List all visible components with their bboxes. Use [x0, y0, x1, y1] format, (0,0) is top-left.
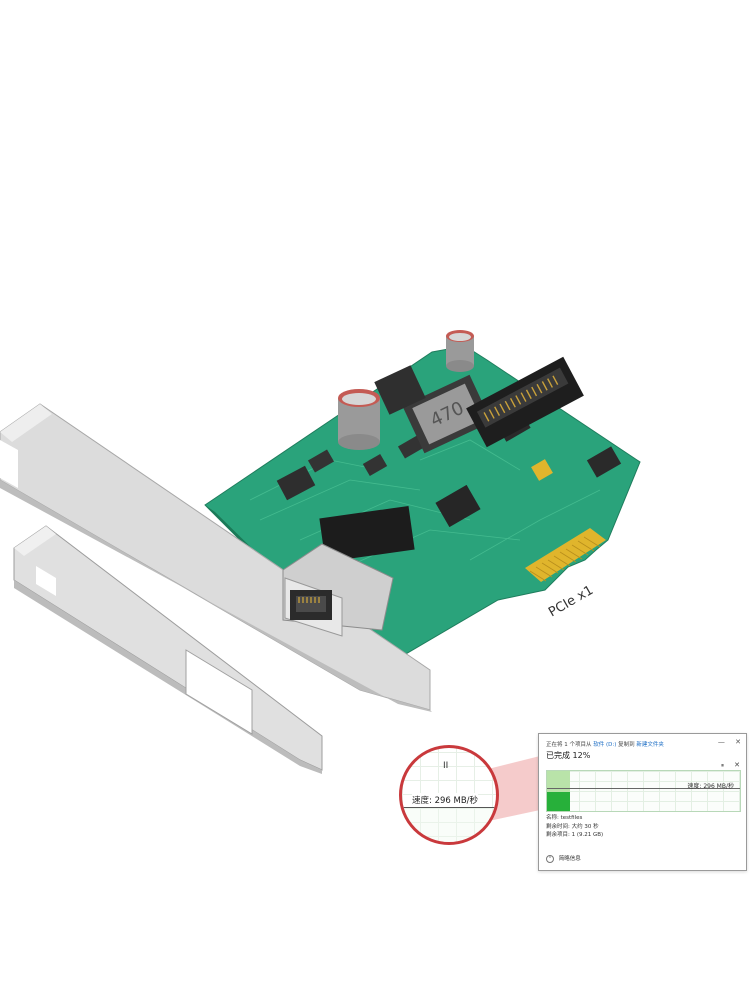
cancel-button[interactable]: ✕	[734, 761, 740, 769]
speed-line	[547, 788, 740, 789]
chip	[276, 465, 316, 501]
header-text: 正在将 1 个项目从	[546, 742, 592, 748]
pcie-x1-label: PCIe x1	[546, 583, 596, 620]
dialog-header: 正在将 1 个项目从 软件 (D:) 复制到 新建文件夹	[546, 740, 664, 748]
less-details-label: 简略信息	[558, 856, 581, 862]
window-buttons: — ✕	[710, 738, 741, 746]
less-details-button[interactable]: ⌃ 简略信息	[546, 854, 581, 863]
magnified-speed-text: 速度: 296 MB/秒	[412, 793, 479, 807]
items-remaining: 剩余项目: 1 (9.21 GB)	[546, 832, 604, 838]
main-controller-chip	[435, 484, 481, 528]
file-name: 名称: testfiles	[546, 815, 583, 821]
speed-text: 速度: 296 MB/秒	[687, 783, 734, 790]
magnifier-graph-area	[402, 808, 496, 842]
source-link[interactable]: 软件 (D:)	[593, 742, 617, 748]
capacitor	[446, 330, 474, 372]
minimize-icon[interactable]: —	[717, 738, 725, 746]
close-icon[interactable]: ✕	[735, 738, 741, 746]
capacitor	[338, 389, 380, 450]
pause-button[interactable]: ⏸	[720, 762, 724, 769]
time-remaining: 剩余时间: 大约 30 秒	[546, 823, 599, 830]
header-mid-text: 复制到	[618, 742, 635, 748]
transfer-info: 名称: testfiles 剩余时间: 大约 30 秒 剩余项目: 1 (9.2…	[546, 814, 603, 840]
pause-icon: II	[443, 761, 449, 771]
speed-line	[402, 807, 496, 808]
zoom-pointer	[484, 756, 540, 822]
magnifier-zoom: II 速度: 296 MB/秒	[399, 745, 499, 845]
speed-area	[547, 791, 571, 811]
sata-power-connector	[466, 356, 584, 448]
low-profile-bracket	[13, 525, 323, 774]
completed-percent: 已完成 12%	[546, 751, 591, 760]
transfer-speed-graph: 速度: 296 MB/秒	[546, 770, 741, 812]
rj45-ethernet-port	[282, 543, 394, 637]
copy-progress-dialog: 正在将 1 个项目从 软件 (D:) 复制到 新建文件夹 — ✕ 已完成 12%…	[538, 733, 747, 871]
chevron-up-icon: ⌃	[546, 854, 554, 863]
full-height-bracket	[0, 403, 432, 712]
pcie-gold-fingers	[525, 528, 606, 582]
destination-link[interactable]: 新建文件夹	[636, 742, 664, 748]
